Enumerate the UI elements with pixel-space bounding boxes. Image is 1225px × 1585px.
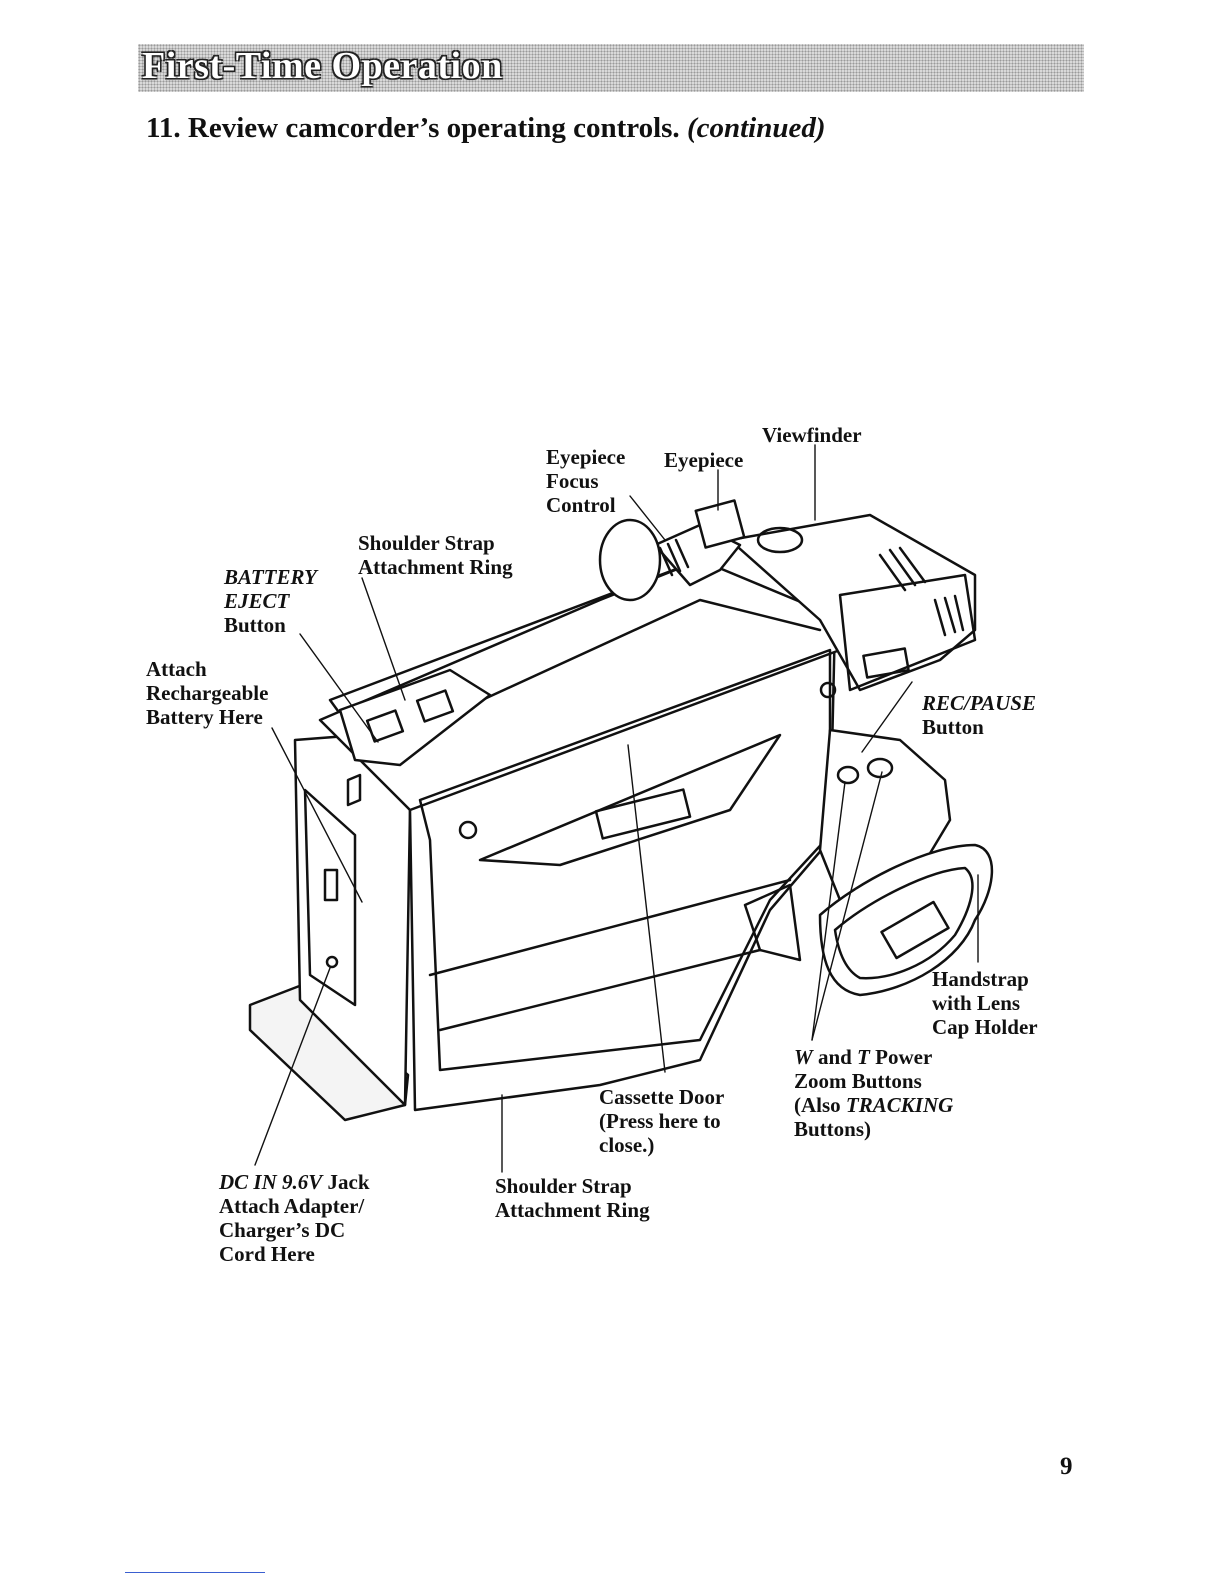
leader-eyepiece-focus	[629, 495, 666, 541]
section-header-bar	[138, 44, 1084, 92]
label-line: Cap Holder	[932, 1015, 1038, 1039]
zoom-t: T	[857, 1045, 870, 1069]
strap-ring-slot-2	[415, 689, 455, 723]
dc-in-jack-word: Jack	[322, 1170, 370, 1194]
cassette-window	[594, 788, 692, 840]
label-line: Buttons)	[794, 1117, 872, 1141]
battery-panel-inner	[303, 788, 357, 1007]
zoom-tracking: TRACKING	[845, 1093, 954, 1117]
dc-in-name: DC IN 9.6V	[219, 1170, 323, 1194]
section-title: First-Time Operation	[142, 45, 503, 87]
leader-dc-in	[254, 967, 331, 1166]
label-line: with Lens	[932, 991, 1021, 1015]
leader-battery-eject	[299, 633, 379, 743]
label-line: Control	[546, 493, 616, 517]
label-viewfinder: Viewfinder	[762, 423, 862, 447]
leader-strap-ring-top	[361, 577, 406, 701]
eyepiece-block	[694, 499, 746, 549]
viewfinder-window	[862, 647, 910, 679]
zoom-button-w	[836, 765, 860, 785]
label-line: (Also TRACKING	[794, 1093, 953, 1117]
viewfinder-top-lens	[756, 526, 804, 554]
label-line: BATTERY	[224, 565, 317, 589]
zoom-power: Power	[869, 1045, 933, 1069]
label-line: Shoulder Strap	[358, 531, 495, 555]
label-line: Charger’s DC	[219, 1218, 346, 1242]
label-line: Rechargeable	[146, 681, 269, 705]
viewfinder-ribs	[878, 546, 965, 637]
label-line: Handstrap	[932, 967, 1029, 991]
label-cassette-door: Cassette Door (Press here to close.)	[599, 1085, 724, 1157]
label-line: Focus	[546, 469, 599, 493]
eyepiece-cup	[598, 518, 662, 602]
label-line: Cord Here	[219, 1242, 315, 1266]
footer-rule	[125, 1572, 265, 1573]
label-line: (Press here to	[599, 1109, 721, 1133]
label-line: Button	[224, 613, 286, 637]
label-line: Button	[922, 715, 984, 739]
label-battery-eject: BATTERY EJECT Button	[224, 565, 317, 637]
label-zoom-buttons: W and T Power Zoom Buttons (Also TRACKIN…	[794, 1045, 953, 1141]
lower-curve	[428, 878, 792, 1032]
zoom-and: and	[812, 1045, 858, 1069]
viewfinder-body	[728, 513, 977, 692]
label-line: close.)	[599, 1133, 655, 1157]
label-line: Attach	[146, 657, 207, 681]
leader-zoom-w	[811, 781, 846, 1041]
leader-cassette-door	[627, 744, 666, 1073]
label-line: Attach Adapter/	[219, 1194, 365, 1218]
zoom-w: W	[794, 1045, 813, 1069]
leader-zoom-t	[811, 771, 883, 1041]
zoom-also: (Also	[794, 1093, 846, 1117]
leader-rec-pause	[861, 681, 913, 753]
step-heading-text: 11. Review camcorder’s operating control…	[146, 112, 680, 144]
label-line: Cassette Door	[599, 1085, 725, 1109]
label-line: DC IN 9.6V Jack	[219, 1170, 370, 1194]
label-line: REC/PAUSE	[922, 691, 1036, 715]
top-ridge	[393, 598, 822, 742]
label-line: EJECT	[224, 589, 290, 613]
page-number: 9	[1060, 1453, 1073, 1480]
label-dc-in-jack: DC IN 9.6V Jack Attach Adapter/ Charger’…	[219, 1170, 370, 1266]
label-rec-pause: REC/PAUSE Button	[922, 691, 1036, 739]
battery-eject-tab	[346, 773, 362, 807]
leader-lines	[254, 444, 979, 1173]
label-line: Shoulder Strap	[495, 1174, 632, 1198]
handstrap	[818, 843, 994, 997]
label-line: Attachment Ring	[358, 555, 513, 579]
screw-front	[458, 820, 478, 840]
battery-slot	[323, 868, 339, 902]
label-line: Attachment Ring	[495, 1198, 650, 1222]
label-shoulder-strap-ring-bottom: Shoulder Strap Attachment Ring	[495, 1174, 650, 1222]
label-line: Zoom Buttons	[794, 1069, 922, 1093]
label-handstrap: Handstrap with Lens Cap Holder	[932, 967, 1038, 1039]
label-attach-battery: Attach Rechargeable Battery Here	[146, 657, 268, 729]
leader-attach-battery	[271, 727, 363, 903]
label-line: W and T Power	[794, 1045, 953, 1069]
dc-jack	[325, 955, 339, 969]
label-line: Battery Here	[146, 705, 263, 729]
side-panel	[418, 648, 832, 1072]
handstrap-inner	[833, 866, 974, 980]
step-heading-continued: (continued)	[686, 112, 826, 144]
focus-ring	[658, 538, 690, 577]
screw-rear	[819, 681, 837, 699]
label-eyepiece: Eyepiece	[664, 448, 744, 472]
lower-wedge	[743, 883, 802, 962]
label-eyepiece-focus-control: Eyepiece Focus Control	[546, 445, 625, 517]
cassette-door-groove	[478, 733, 782, 867]
lens-cap-holder	[880, 900, 950, 960]
label-line: Eyepiece	[546, 445, 626, 469]
label-shoulder-strap-ring-top: Shoulder Strap Attachment Ring	[358, 531, 513, 579]
step-heading: 11. Review camcorder’s operating control…	[146, 112, 826, 145]
